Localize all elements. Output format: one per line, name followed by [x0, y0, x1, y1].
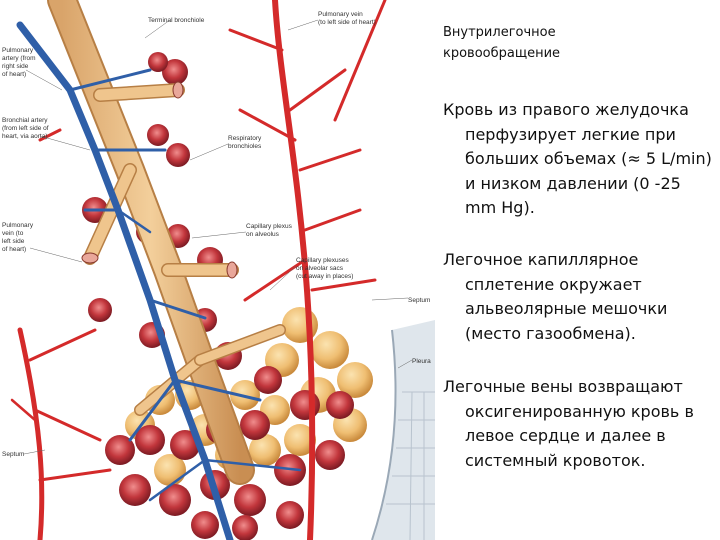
label-pulmonary-vein-left: Pulmonary	[2, 222, 34, 229]
label-bronchial-artery-2: (from left side of	[2, 125, 49, 132]
label-pulmonary-artery-2: artery (from	[2, 55, 36, 62]
label-bronchial-artery-3: heart, via aorta)	[2, 133, 48, 140]
label-pulmonary-vein-top-sub: (to left side of heart)	[318, 19, 376, 26]
paragraph-perfusion: Кровь из правого желудочка перфузирует л…	[443, 98, 715, 221]
label-capillary-plexus-alveolus-2: on alveolus	[246, 231, 280, 238]
label-pulmonary-artery-4: of heart)	[2, 71, 26, 78]
label-terminal-bronchiole: Terminal bronchiole	[148, 17, 205, 24]
paragraph-pulmonary-veins: Легочные вены возвращают оксигенированну…	[443, 375, 715, 473]
label-capillary-plexuses-sacs-3: (cut away in places)	[296, 273, 353, 280]
slide-title: Внутрилегочное кровообращение	[443, 22, 713, 64]
label-pleura: Pleura	[412, 358, 431, 365]
text-column: Внутрилегочное кровообращение Кровь из п…	[443, 0, 720, 540]
label-capillary-plexus-alveolus: Capillary plexus	[246, 223, 293, 230]
label-pulmonary-artery-3: right side	[2, 63, 29, 70]
pleura-tissue	[372, 320, 435, 540]
label-septum-right: Septum	[408, 297, 430, 304]
label-bronchial-artery: Bronchial artery	[2, 117, 48, 124]
label-pulmonary-vein-top: Pulmonary vein	[318, 11, 363, 18]
lung-circulation-illustration: Terminal bronchiole Pulmonary vein (to l…	[0, 0, 435, 540]
label-capillary-plexuses-sacs-2: on alveolar sacs	[296, 265, 344, 272]
label-pulmonary-vein-left-4: of heart)	[2, 246, 26, 253]
label-pulmonary-vein-left-3: left side	[2, 238, 25, 245]
label-septum-left: Septum	[2, 451, 24, 458]
label-pulmonary-vein-left-2: vein (to	[2, 230, 24, 237]
label-pulmonary-artery: Pulmonary	[2, 47, 34, 54]
label-capillary-plexuses-sacs: Capillary plexuses	[296, 257, 349, 264]
label-respiratory-bronchioles-2: bronchioles	[228, 143, 262, 150]
paragraph-capillary-plexus: Легочное капиллярное сплетение окружает …	[443, 248, 715, 346]
label-respiratory-bronchioles: Respiratory	[228, 135, 262, 142]
